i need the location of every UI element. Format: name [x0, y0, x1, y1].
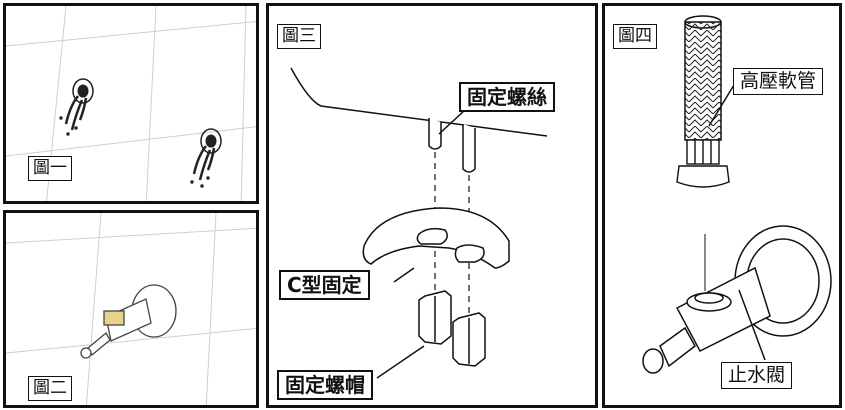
hose-and-valve-drawing: [642, 15, 832, 374]
wall-outlets-drawing: [6, 6, 256, 201]
figure-1-label: 圖一: [28, 156, 72, 181]
stop-valve-callout: 止水閥: [721, 362, 793, 389]
fixing-nuts: [418, 290, 486, 367]
stop-valve-small: [80, 284, 177, 359]
panel-figure-1: 圖一: [3, 3, 259, 204]
figure-4-label: 圖四: [613, 24, 657, 49]
braided-hose: [684, 15, 722, 141]
valve-on-wall-drawing: [6, 213, 256, 405]
hose-callout: 高壓軟管: [733, 68, 824, 95]
figure-3-label: 圖三: [277, 24, 321, 49]
panel-figure-4: 圖四 高壓軟管 止水閥: [602, 3, 842, 408]
fixing-screw-callout: 固定螺絲: [459, 82, 555, 112]
mounting-exploded-drawing: [290, 67, 548, 379]
leader-lines: [708, 79, 766, 361]
leader-lines: [376, 109, 466, 379]
outlet-left: [59, 78, 94, 136]
wall-tile-grid: [6, 6, 256, 201]
sink-underside: [290, 67, 548, 137]
fixing-screws: [428, 118, 476, 173]
wall-tile-grid: [6, 213, 256, 405]
c-clamp-callout: C型固定: [279, 270, 370, 300]
hose-fitting: [676, 139, 730, 188]
c-clamp: [362, 207, 510, 269]
panel-figure-3: 圖三 固定螺絲 C型固定 固定螺帽: [266, 3, 598, 408]
figure-2-label: 圖二: [28, 376, 72, 401]
stop-valve-large: [642, 225, 832, 374]
outlet-right: [190, 128, 222, 188]
fixing-nut-callout: 固定螺帽: [277, 370, 373, 400]
panel-figure-2: 圖二: [3, 210, 259, 408]
